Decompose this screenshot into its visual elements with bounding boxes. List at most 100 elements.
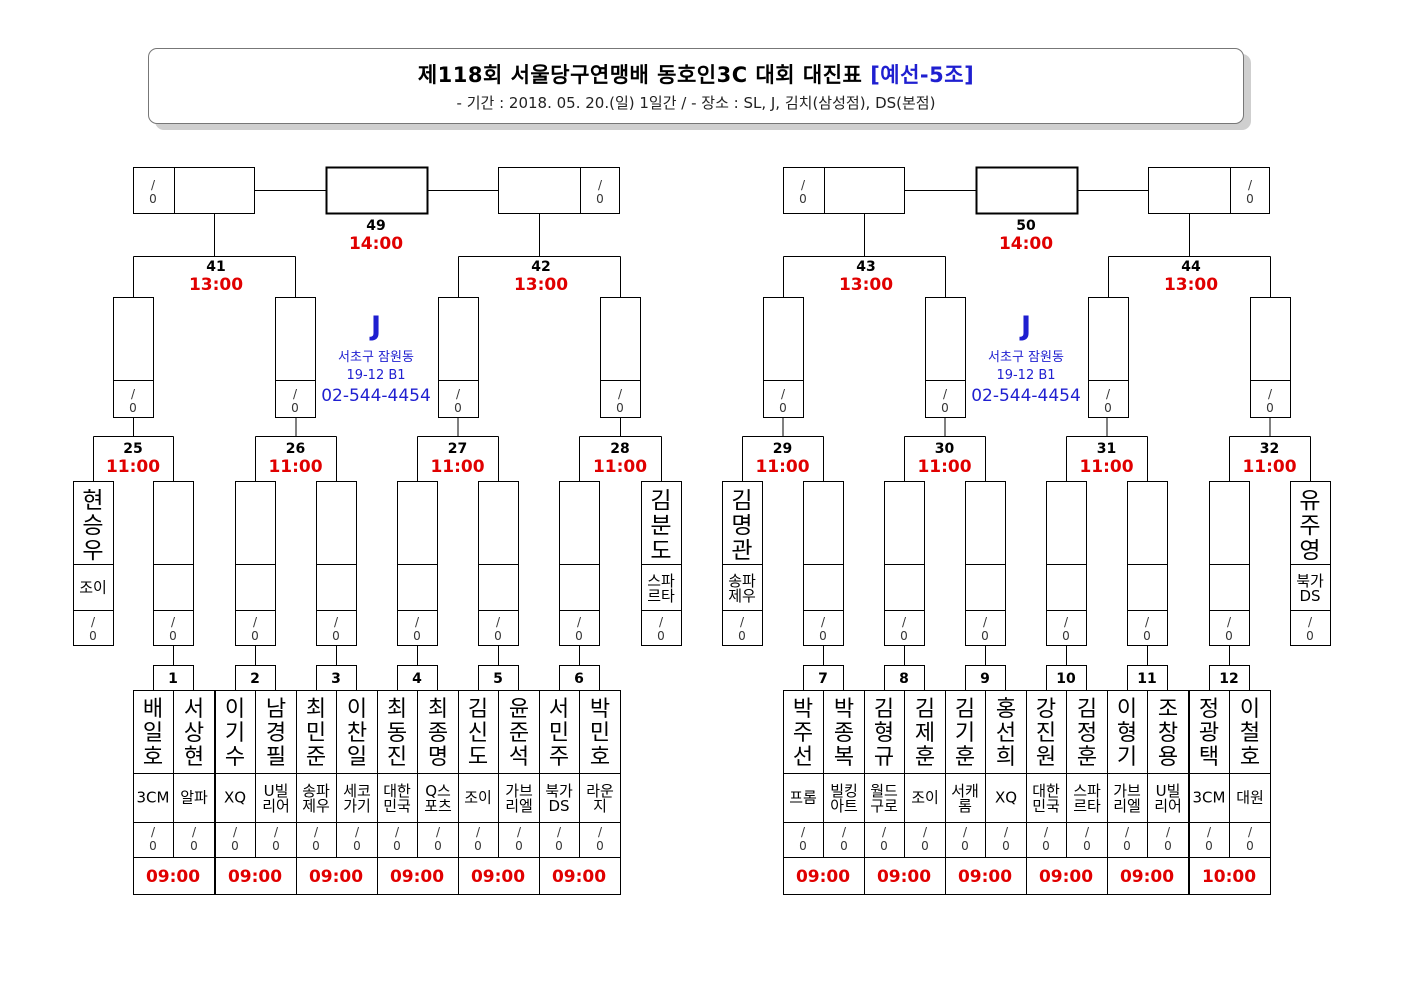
r1-player-name: 민 [549,721,569,746]
r16-slot-score: 0 [251,629,259,643]
r1-player-name: 명 [428,745,448,770]
r1-player-club: 조이 [464,788,492,806]
r16-slot [235,481,276,646]
r1-match-time: 09:00 [796,867,850,887]
r1-match-number: 6 [574,671,584,687]
final-slot-right-score: 0 [1246,192,1254,206]
r1-player-club: 르타 [1073,797,1101,815]
r1-player-club: 3CM [1193,788,1226,806]
r1-player-club: 조이 [911,788,939,806]
r1-player-score: / [233,825,238,839]
r1-player-score: / [1207,825,1212,839]
semi-match-number: 43 [856,259,875,275]
venue-code: J [1019,311,1031,342]
final-match-number: 49 [366,218,385,234]
r1-player-club: 구로 [870,797,898,815]
final-slot-right-score: 0 [596,192,604,206]
r1-match-time: 09:00 [877,867,931,887]
r1-player-name: 선 [793,745,813,770]
r1-player-name: 일 [347,745,367,770]
r1-match-number: 11 [1137,671,1156,687]
r1-player-name: 민 [590,721,610,746]
r16-slot [803,481,844,646]
semi-slot-score: 0 [616,401,624,415]
r16-player-name: 우 [82,538,103,564]
r1-player-club: 대한 [1032,782,1060,800]
r1-player-name: 형 [1117,721,1137,746]
final-slot-left-score: 0 [799,192,807,206]
r1-player-name: 최 [428,697,448,722]
r16-slot-score: / [1227,615,1232,629]
r1-player-name: 준 [509,721,529,746]
r16-slot [884,481,925,646]
r1-player-name: 남 [266,697,286,722]
semi-slot-score: / [131,387,136,401]
semi-match-number: 41 [206,259,225,275]
r1-player-score: / [801,825,806,839]
r1-player-name: 철 [1240,721,1260,746]
r1-player-score: 0 [1123,839,1131,853]
quarter-match-time: 11:00 [755,457,809,477]
semi-slot-score: / [618,387,623,401]
r1-player-name: 기 [1117,745,1137,770]
r1-player-name: 김 [468,697,488,722]
r16-slot-score: / [902,615,907,629]
r1-match-number: 2 [250,671,260,687]
r1-player-score: 0 [799,839,807,853]
r1-player-name: 복 [834,745,854,770]
r16-slot [641,481,682,646]
final-slot-right [498,167,620,214]
r16-slot-score: 0 [332,629,340,643]
r1-player-score: 0 [515,839,523,853]
r1-player-score: / [963,825,968,839]
r16-slot [559,481,600,646]
r1-player-name: 상 [184,721,204,746]
venue-address: 19-12 B1 [346,368,405,383]
r1-player-name: 이 [1117,697,1137,722]
r16-player-club: 송파 [728,572,756,590]
r1-player-club: 서캐 [951,782,979,800]
r1-player-name: 도 [468,745,488,770]
r1-player-club: 포츠 [424,797,452,815]
r1-player-club: 3CM [137,788,170,806]
page-subtitle: - 기간 : 2018. 05. 20.(일) 1일간 / - 장소 : SL,… [456,94,936,112]
semi-match-time: 13:00 [189,275,243,295]
r1-player-name: 박 [590,697,610,722]
r1-player-club: 민국 [1032,797,1060,815]
semi-slot [438,297,479,418]
r1-player-name: 호 [590,745,610,770]
title-main: 제118회 서울당구연맹배 동호인3C 대회 대진표 [417,63,863,87]
r16-player-name: 분 [650,513,671,539]
r16-slot-score: / [740,615,745,629]
r1-player-club: U빌 [1156,782,1181,800]
r1-player-score: 0 [1042,839,1050,853]
final-match-time: 14:00 [349,234,403,254]
semi-slot-score: 0 [129,401,137,415]
r1-player-name: 형 [874,721,894,746]
r1-player-club: 가브 [505,782,533,800]
r1-match-time: 09:00 [228,867,282,887]
r1-match-time: 09:00 [471,867,525,887]
r16-slot-score: / [91,615,96,629]
r1-player-name: 희 [996,745,1016,770]
r1-player-name: 기 [225,721,245,746]
semi-match-time: 13:00 [839,275,893,295]
r1-player-club: 리엘 [505,797,533,815]
bracket-header: 제118회 서울당구연맹배 동호인3C 대회 대진표 [예선-5조] - 기간 … [148,48,1244,124]
r1-player-club: XQ [995,788,1017,806]
r1-match-number: 7 [818,671,828,687]
r1-player-score: / [355,825,360,839]
r16-slot-score: 0 [1225,629,1233,643]
r1-player-club: U빌 [264,782,289,800]
r1-player-name: 진 [387,745,407,770]
final-slot-left-score: 0 [149,192,157,206]
r16-slot [153,481,194,646]
r1-match-time: 09:00 [1120,867,1174,887]
r1-player-name: 창 [1158,721,1178,746]
r1-match-time: 10:00 [1202,867,1256,887]
r1-player-name: 택 [1199,745,1219,770]
r1-match-number: 1 [168,671,178,687]
r1-player-club: 빌킹 [830,782,858,800]
semi-slot-score: / [1106,387,1111,401]
